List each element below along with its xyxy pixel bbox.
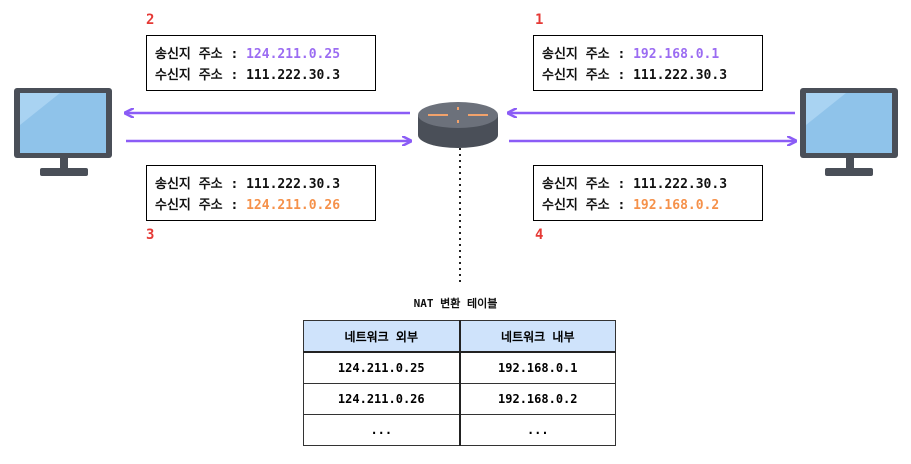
- table-cell: ...: [459, 414, 616, 446]
- router-icon: [418, 102, 498, 148]
- source-label: 송신지 주소 :: [155, 177, 247, 192]
- destination-address: 111.222.30.3: [246, 68, 341, 83]
- source-label: 송신지 주소 :: [542, 177, 634, 192]
- table-cell: 124.211.0.26: [302, 383, 461, 415]
- column-header-outside: 네트워크 외부: [302, 320, 461, 353]
- table-cell: 124.211.0.25: [302, 351, 461, 384]
- destination-label: 수신지 주소 :: [542, 68, 634, 83]
- destination-label: 수신지 주소 :: [542, 198, 634, 213]
- source-label: 송신지 주소 :: [542, 47, 634, 62]
- source-address: 111.222.30.3: [633, 177, 728, 192]
- step-number-1: 1: [535, 12, 544, 28]
- monitor-icon: [800, 88, 898, 176]
- table-cell: 192.168.0.1: [459, 351, 616, 384]
- destination-label: 수신지 주소 :: [155, 68, 247, 83]
- destination-address: 111.222.30.3: [633, 68, 728, 83]
- table-row: 124.211.0.25 192.168.0.1: [302, 351, 616, 384]
- address-box-step-3: 송신지 주소 : 111.222.30.3 수신지 주소 : 124.211.0…: [146, 165, 376, 221]
- column-header-inside: 네트워크 내부: [459, 320, 616, 353]
- nat-table: 네트워크 외부 네트워크 내부 124.211.0.25 192.168.0.1…: [302, 320, 616, 446]
- destination-address: 192.168.0.2: [633, 198, 720, 213]
- table-header-row: 네트워크 외부 네트워크 내부: [302, 320, 616, 353]
- address-box-step-4: 송신지 주소 : 111.222.30.3 수신지 주소 : 192.168.0…: [533, 165, 763, 221]
- step-number-4: 4: [535, 227, 544, 243]
- source-address: 192.168.0.1: [633, 47, 720, 62]
- address-box-step-1: 송신지 주소 : 192.168.0.1 수신지 주소 : 111.222.30…: [533, 35, 763, 91]
- nat-table-title: NAT 변환 테이블: [413, 297, 498, 310]
- destination-address: 124.211.0.26: [246, 198, 341, 213]
- step-number-2: 2: [146, 12, 155, 28]
- table-row: 124.211.0.26 192.168.0.2: [302, 383, 616, 415]
- monitor-icon: [14, 88, 112, 176]
- table-cell: ...: [302, 414, 461, 446]
- step-number-3: 3: [146, 227, 155, 243]
- table-row: ... ...: [302, 414, 616, 446]
- source-address: 124.211.0.25: [246, 47, 341, 62]
- destination-label: 수신지 주소 :: [155, 198, 247, 213]
- source-address: 111.222.30.3: [246, 177, 341, 192]
- address-box-step-2: 송신지 주소 : 124.211.0.25 수신지 주소 : 111.222.3…: [146, 35, 376, 91]
- table-cell: 192.168.0.2: [459, 383, 616, 415]
- source-label: 송신지 주소 :: [155, 47, 247, 62]
